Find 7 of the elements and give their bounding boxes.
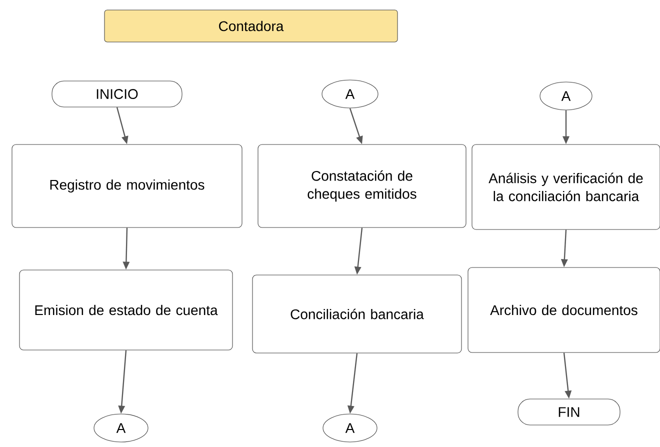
process-box: Análisis y verificación de la conciliación bancaria	[472, 144, 660, 230]
header-band: Contadora	[104, 10, 398, 42]
process-box: Archivo de documentos	[468, 267, 660, 353]
process-box: Constatación de cheques emitidos	[258, 144, 466, 228]
process-box: Conciliación bancaria	[252, 274, 462, 354]
process-box: Registro de movimientos	[12, 144, 242, 228]
process-box: Emision de estado de cuenta	[19, 270, 233, 350]
